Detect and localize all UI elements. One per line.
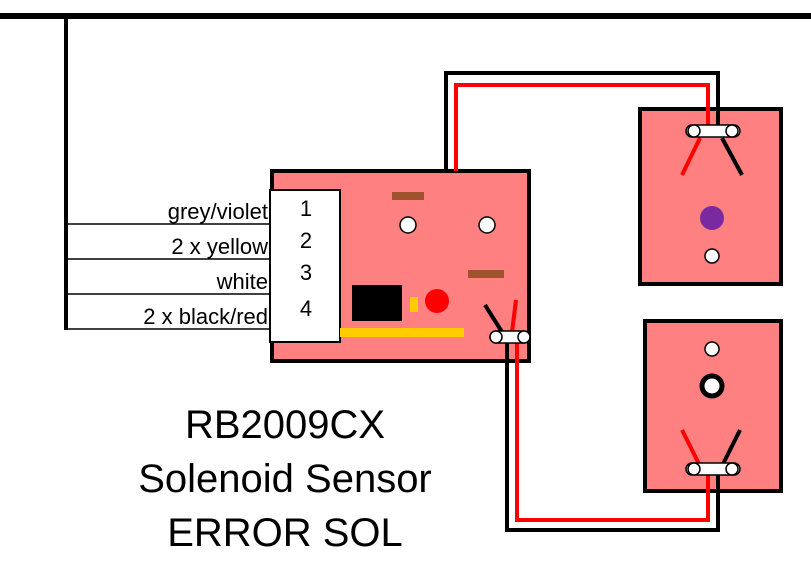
top-box-hole bbox=[704, 248, 720, 264]
pin-number-1: 1 bbox=[300, 196, 312, 221]
loop-wire-red bbox=[454, 83, 710, 171]
bottom-switch-red bbox=[680, 429, 702, 467]
small-component bbox=[410, 297, 418, 312]
pin-connector bbox=[269, 189, 341, 343]
pin-number-2: 2 bbox=[300, 228, 312, 253]
wire-label-2: 2 x yellow bbox=[171, 234, 268, 259]
hole-left bbox=[399, 216, 417, 234]
board-terminal-dot-left bbox=[489, 330, 503, 344]
loop-wire-black bbox=[444, 71, 720, 171]
top-switch-black bbox=[720, 137, 744, 176]
pin-number-4: 4 bbox=[300, 296, 312, 321]
title-description: Solenoid Sensor bbox=[138, 457, 432, 501]
title-error: ERROR SOL bbox=[167, 511, 403, 555]
bottom-box-hole-top bbox=[704, 341, 720, 357]
board-switch-red bbox=[510, 299, 518, 333]
ic-chip bbox=[352, 285, 402, 321]
board-terminal-dot-right bbox=[517, 330, 531, 344]
board-switch-black bbox=[483, 303, 504, 334]
hole-right bbox=[478, 216, 496, 234]
lower-wire-black bbox=[505, 338, 720, 532]
wire-label-1: grey/violet bbox=[168, 199, 268, 224]
top-terminal-dot-left bbox=[687, 124, 701, 138]
purple-contact bbox=[700, 206, 724, 230]
title-model: RB2009CX bbox=[185, 403, 385, 447]
led-indicator bbox=[425, 289, 449, 313]
yellow-trace bbox=[340, 328, 464, 337]
resistor-top bbox=[392, 192, 424, 200]
bottom-terminal-dot-right bbox=[725, 462, 739, 476]
top-switch-red bbox=[680, 137, 702, 176]
wire-label-3: white bbox=[216, 269, 268, 294]
wire-label-4: 2 x black/red bbox=[143, 304, 268, 329]
bottom-switch-black bbox=[720, 429, 742, 467]
top-terminal-dot-right bbox=[725, 124, 739, 138]
bottom-terminal-dot-left bbox=[687, 462, 701, 476]
bottom-box-ring bbox=[699, 373, 725, 399]
resistor-right bbox=[468, 270, 504, 278]
pin-number-3: 3 bbox=[300, 260, 312, 285]
lower-wire-red bbox=[515, 338, 710, 522]
